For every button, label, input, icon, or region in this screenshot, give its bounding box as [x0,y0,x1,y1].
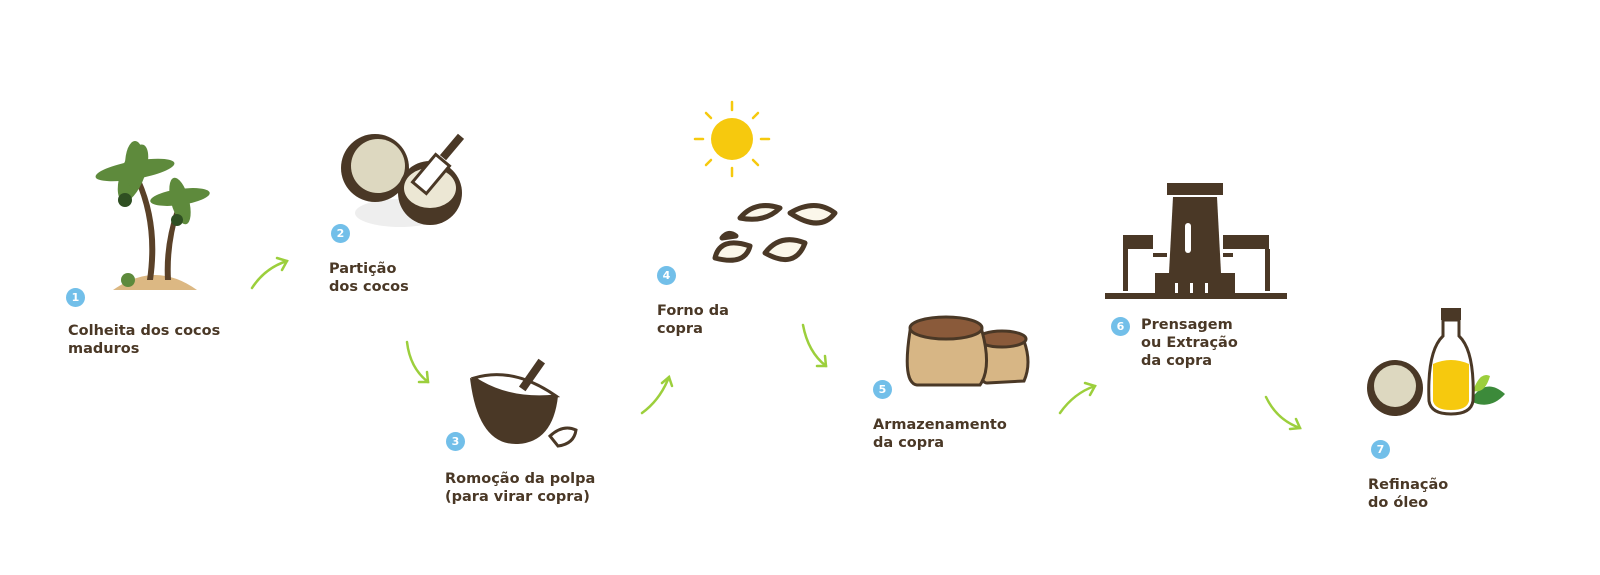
step-3-badge: 3 [446,432,465,451]
step-4-label: Forno da copra [657,302,729,338]
arrow-icon [640,374,674,415]
step-2-label: Partição dos cocos [329,260,409,296]
label-line: (para virar copra) [445,489,590,505]
arrow-icon [250,256,289,290]
copra-sacks-icon [905,315,1030,387]
label-line: Armazenamento [873,417,1007,433]
arrow-icon [1264,395,1302,431]
step-1-label: Colheita dos cocos maduros [68,322,220,358]
label-line: Forno da [657,303,729,319]
label-line: dos cocos [329,279,409,295]
split-coconut-icon [341,133,465,227]
palm-trees-icon [95,141,210,290]
step-1-badge: 1 [66,288,85,307]
label-line: Refinação [1368,477,1449,493]
label-line: Romoção da polpa [445,471,596,487]
step-6-badge: 6 [1111,317,1130,336]
label-line: Colheita dos cocos [68,323,221,339]
step-7-label: Refinação do óleo [1368,476,1448,512]
step-2-badge: 2 [331,224,350,243]
label-line: copra [657,321,703,337]
label-line: ou Extração [1141,335,1238,351]
copra-chips-icon [712,203,838,263]
label-line: Prensagem [1141,317,1233,333]
press-machine-icon [1105,183,1287,299]
step-7-badge: 7 [1371,440,1390,459]
coconut-pulp-removal-icon [470,358,578,448]
step-4-badge: 4 [657,266,676,285]
step-5-label: Armazenamento da copra [873,416,1007,452]
label-line: maduros [68,341,140,357]
step-6-label: Prensagem ou Extração da copra [1141,316,1238,370]
step-3-label: Romoção da polpa (para virar copra) [445,470,595,506]
label-line: da copra [873,435,945,451]
label-line: do óleo [1368,495,1429,511]
sun-icon [693,100,771,178]
step-5-badge: 5 [873,380,892,399]
arrow-icon [405,340,430,384]
arrow-icon [801,323,828,368]
label-line: da copra [1141,353,1213,369]
label-line: Partição [329,261,397,277]
arrow-icon [1058,381,1097,415]
oil-bottle-icon [1367,308,1505,416]
